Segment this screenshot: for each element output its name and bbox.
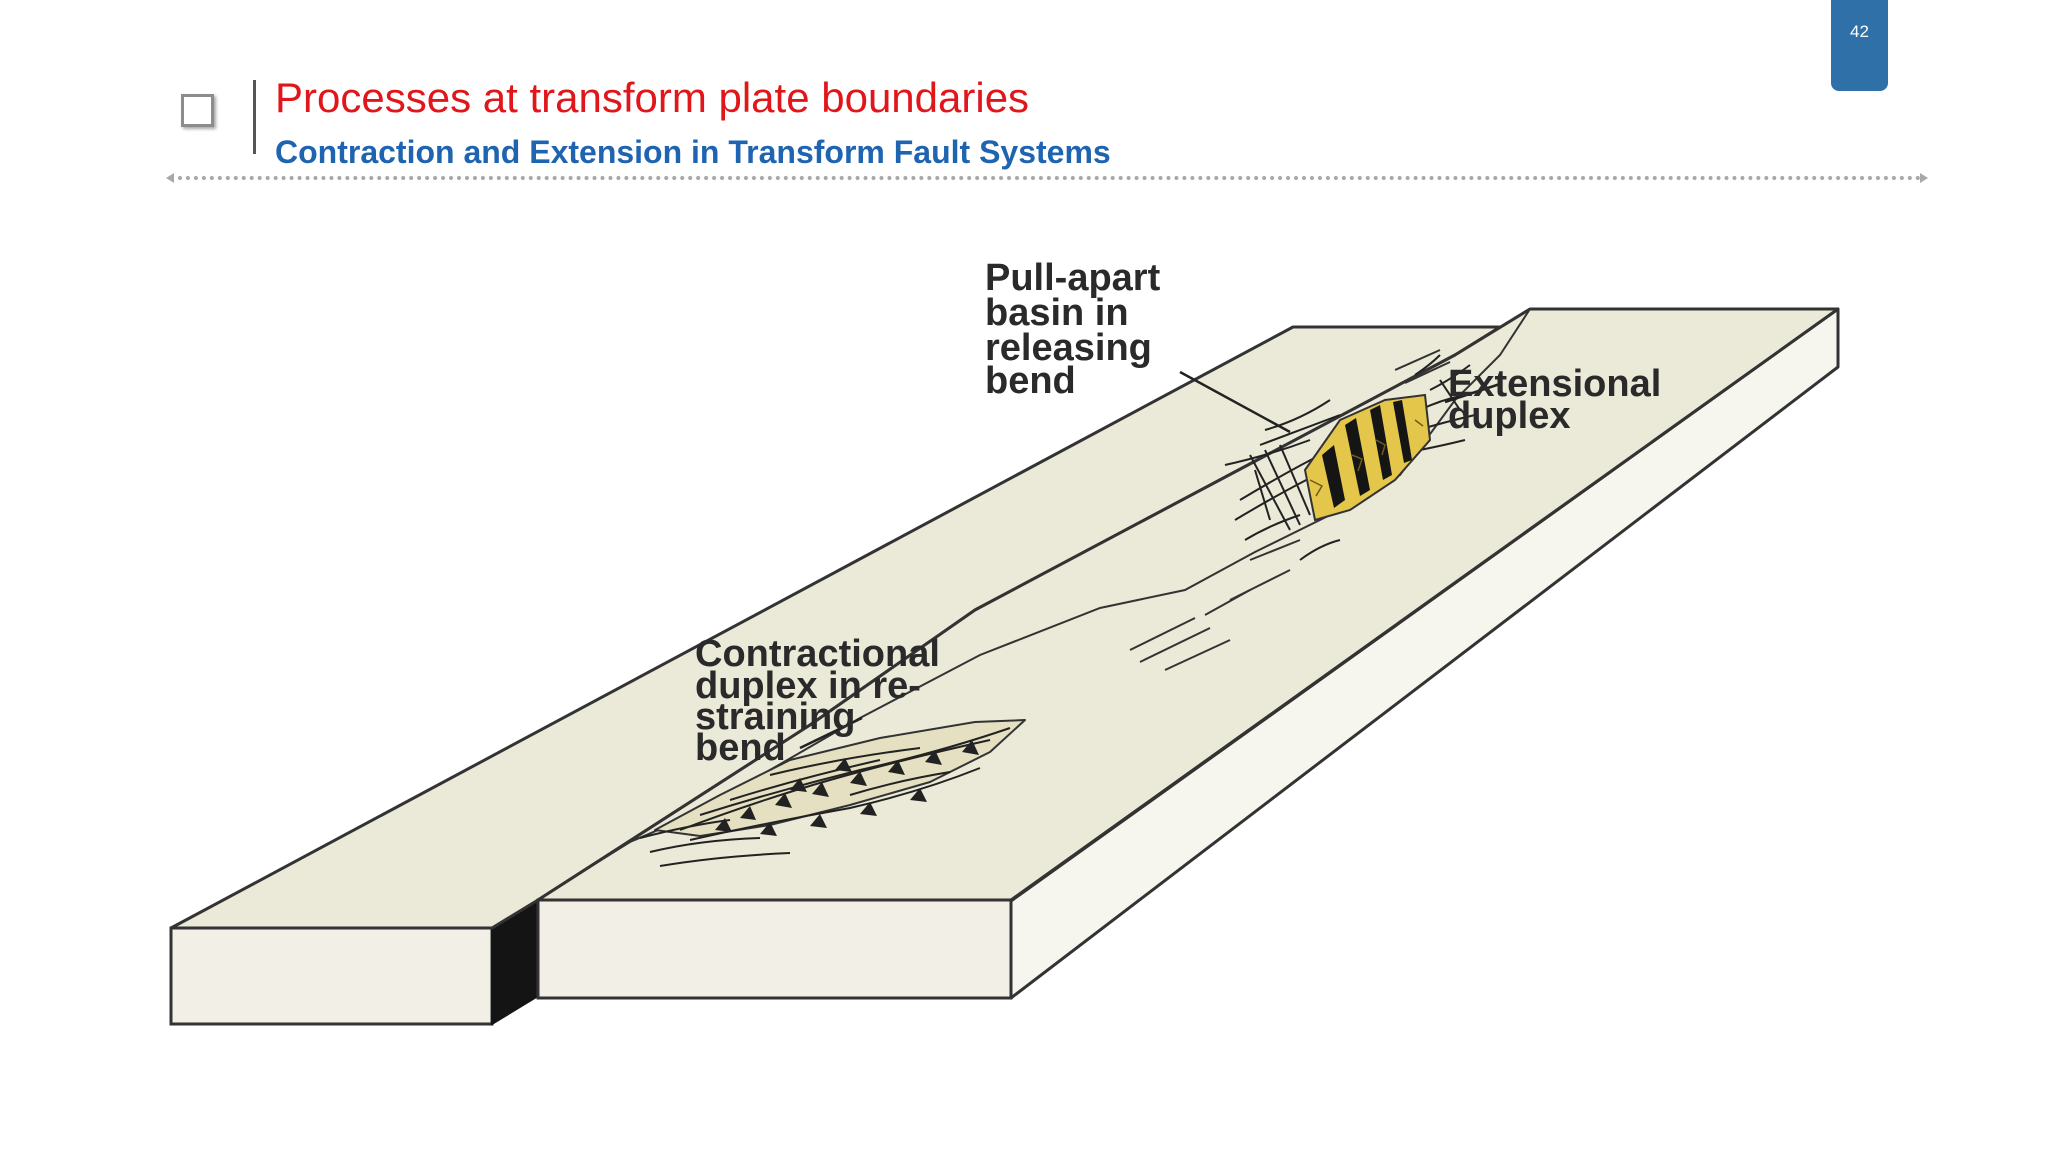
label-pull-apart-basin: Pull-apart basin in releasing bend: [985, 257, 1161, 402]
label-pull-apart-line-2: basin in: [985, 292, 1129, 334]
title-divider: [253, 80, 256, 154]
basin-fill-texture: [1309, 419, 1424, 497]
leader-lines: [799, 370, 1501, 750]
label-extensional-line-2: duplex: [1448, 395, 1570, 437]
label-pull-apart-line-1: Pull-apart: [985, 257, 1161, 299]
separator-right-arrow: [1920, 173, 1928, 183]
page-number: 42: [1850, 22, 1869, 41]
dotted-separator: [170, 176, 1922, 180]
page-number-tab: 42: [1831, 0, 1888, 91]
right-block-front-face: [536, 898, 1013, 1000]
thrust-teeth-icons: [715, 740, 979, 836]
label-contractional-duplex: Contractional duplex in re- straining be…: [695, 633, 940, 769]
left-block-front-face: [169, 926, 494, 1026]
slide-title: Processes at transform plate boundaries: [275, 74, 1030, 121]
label-pull-apart-line-4: bend: [985, 360, 1076, 402]
checkbox-bullet-icon: [181, 94, 214, 127]
contractional-duplex-thrusts: [639, 727, 1011, 867]
en-echelon-fractures: [1129, 349, 1451, 671]
label-extensional-duplex: Extensional duplex: [1448, 363, 1661, 437]
label-contractional-line-2: duplex in re-: [695, 665, 921, 707]
label-pull-apart-line-3: releasing: [985, 327, 1152, 369]
label-extensional-line-1: Extensional: [1448, 363, 1661, 405]
label-contractional-line-3: straining: [695, 696, 855, 738]
label-contractional-line-4: bend: [695, 727, 786, 769]
label-contractional-line-1: Contractional: [695, 633, 940, 675]
slide-subtitle: Contraction and Extension in Transform F…: [275, 134, 1111, 170]
